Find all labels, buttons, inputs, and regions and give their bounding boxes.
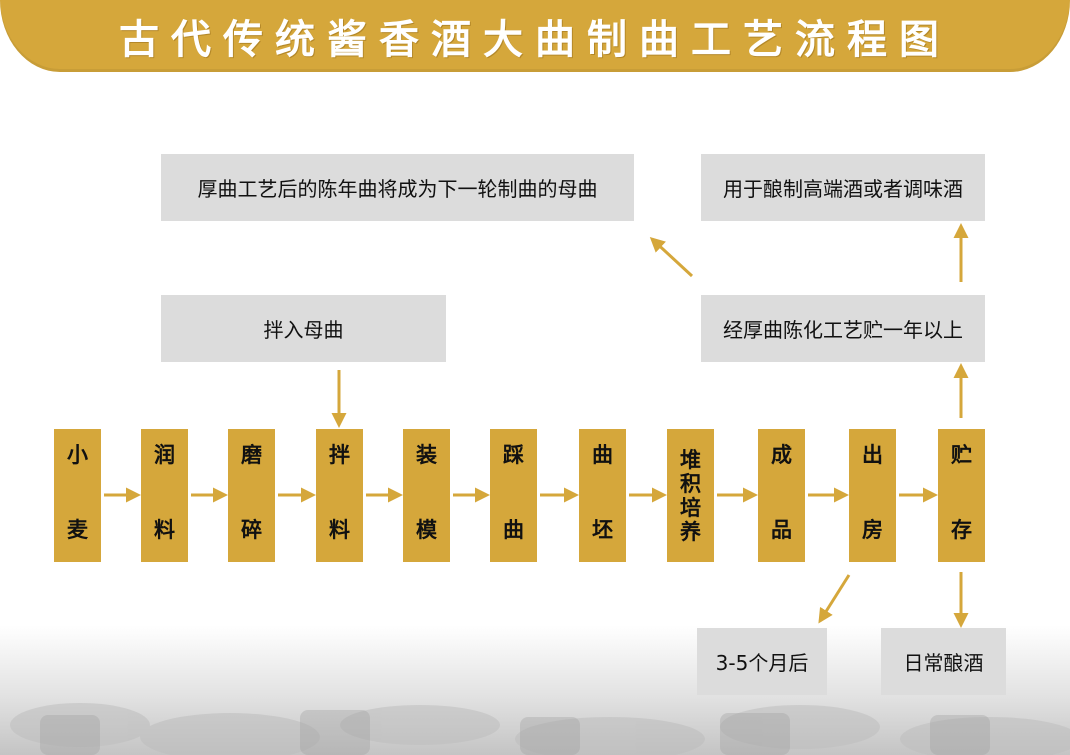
- step-char: 出: [862, 443, 883, 467]
- step-mix: 拌料: [316, 429, 363, 562]
- step-out-room: 出房: [849, 429, 896, 562]
- step-moisten: 润料: [141, 429, 188, 562]
- step-char: 贮: [951, 443, 972, 467]
- step-finished: 成品: [758, 429, 805, 562]
- step-char: 坯: [592, 518, 613, 542]
- step-blank: 曲坯: [579, 429, 626, 562]
- step-char: 成: [771, 443, 792, 467]
- step-char: 堆: [680, 447, 701, 472]
- step-char: 品: [771, 518, 792, 542]
- note-months: 3-5个月后: [697, 628, 827, 695]
- step-char: 存: [951, 518, 972, 542]
- note-add-mother-starter: 拌入母曲: [161, 295, 446, 362]
- step-char: 模: [416, 518, 437, 542]
- step-char: 料: [329, 518, 350, 542]
- arrow-out-room-down: [818, 574, 851, 624]
- step-char: 养: [680, 519, 701, 544]
- step-char: 装: [416, 443, 437, 467]
- page-title: 古代传统酱香酒大曲制曲工艺流程图: [119, 16, 951, 63]
- step-char: 拌: [329, 443, 350, 467]
- step-store: 贮存: [938, 429, 985, 562]
- bottom-decoration: [10, 703, 1070, 755]
- arrow-to-aged-starter: [649, 236, 694, 278]
- step-char: 料: [154, 518, 175, 542]
- title-banner: 古代传统酱香酒大曲制曲工艺流程图: [0, 0, 1070, 72]
- step-char: 踩: [503, 443, 524, 467]
- step-wheat: 小麦: [54, 429, 101, 562]
- step-char: 曲: [592, 443, 613, 467]
- step-incubate: 堆积培养: [667, 429, 714, 562]
- step-char: 碎: [241, 518, 262, 542]
- step-char: 曲: [503, 518, 524, 542]
- step-char: 房: [862, 518, 883, 542]
- step-char: 麦: [67, 518, 88, 542]
- step-char: 积: [680, 471, 701, 496]
- note-daily-brewing: 日常酿酒: [881, 628, 1006, 695]
- step-char: 润: [154, 443, 175, 467]
- step-grind: 磨碎: [228, 429, 275, 562]
- step-char: 小: [67, 443, 88, 467]
- step-char: 磨: [241, 443, 262, 467]
- step-char: 培: [680, 495, 701, 520]
- step-tread: 踩曲: [490, 429, 537, 562]
- note-high-end-use: 用于酿制高端酒或者调味酒: [701, 154, 985, 221]
- note-aging-process: 经厚曲陈化工艺贮一年以上: [701, 295, 985, 362]
- step-mold: 装模: [403, 429, 450, 562]
- note-aged-starter: 厚曲工艺后的陈年曲将成为下一轮制曲的母曲: [161, 154, 634, 221]
